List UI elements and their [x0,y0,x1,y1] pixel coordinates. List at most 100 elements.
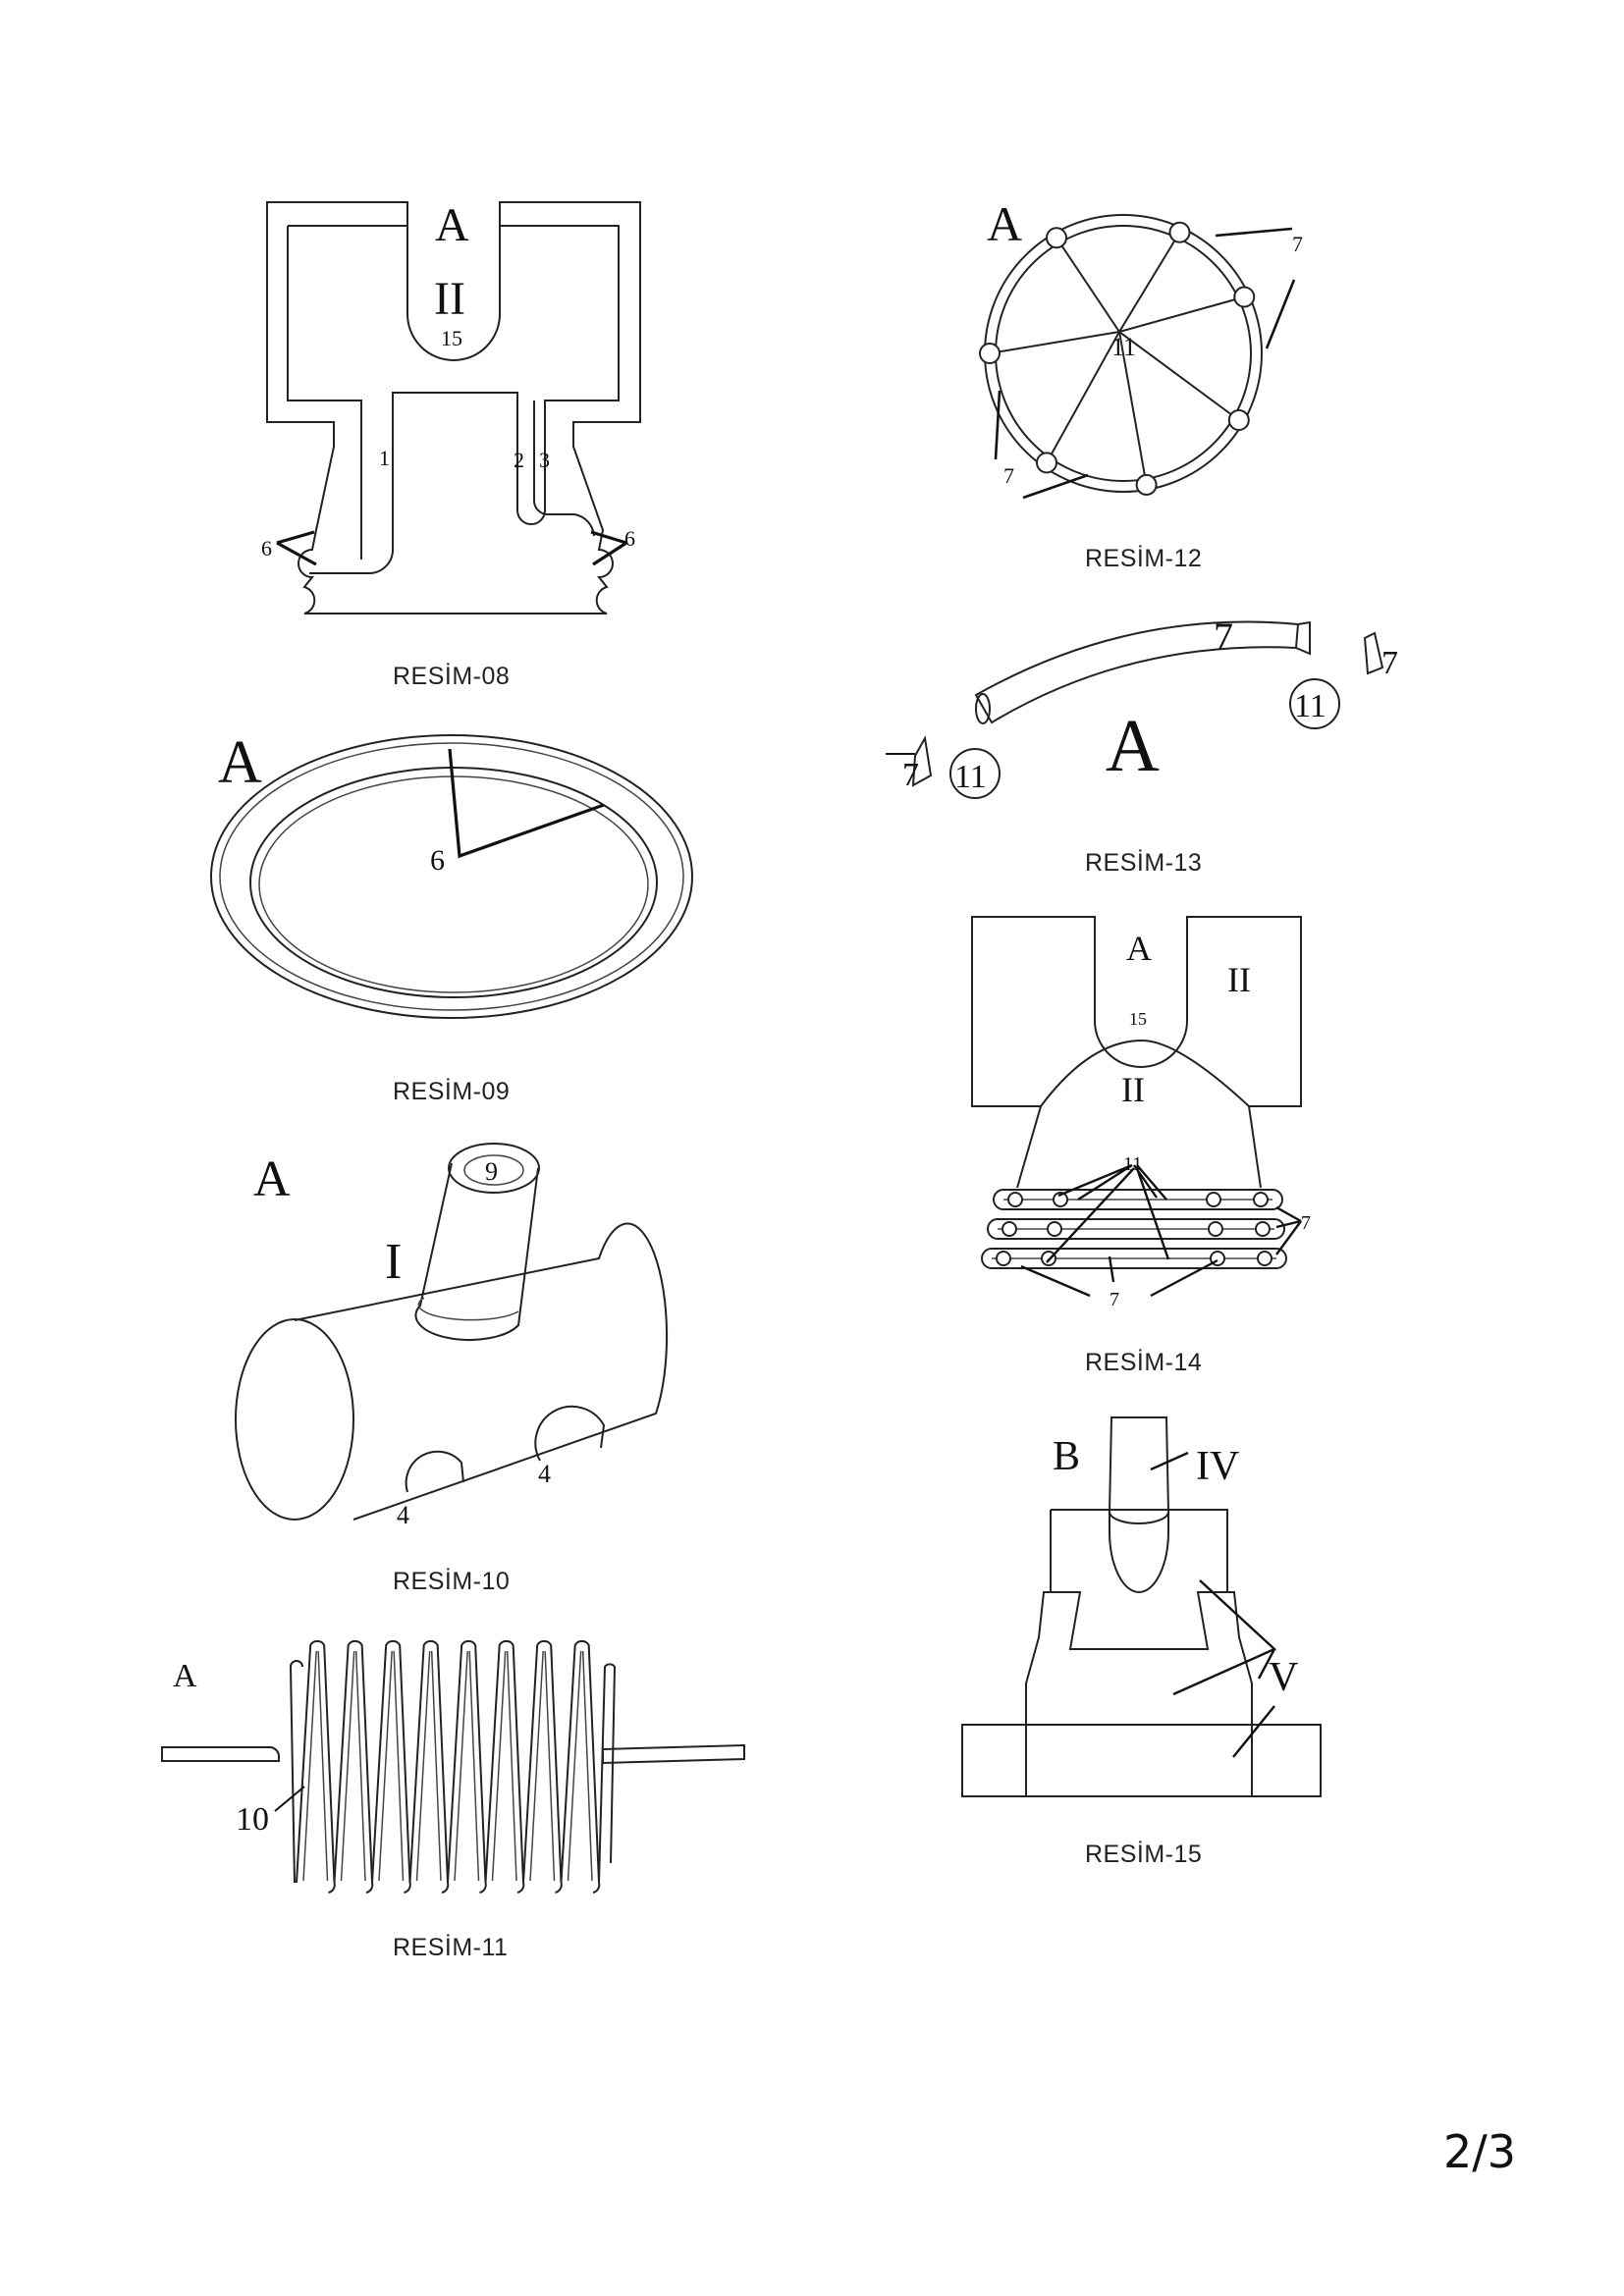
fig15-base [961,1724,1322,1797]
fig12-leader-7-top [1215,227,1293,238]
fig09-ring-inner [249,767,658,998]
spoke-line [1118,295,1245,333]
fig14-leader-11 [1046,1163,1170,1263]
coil-turn [333,1639,374,1894]
fig14-letter: A [1126,929,1152,968]
fig10-label-4-left: 4 [397,1501,409,1529]
fig08-label-6-right: 6 [624,526,635,551]
caption-resim-15: RESİM-15 [1085,1841,1203,1868]
coil-turn [447,1639,487,1894]
caption-resim-12: RESİM-12 [1085,545,1203,572]
figure-12: A 11 7 7 [979,196,1303,500]
fig10-nozzle [414,1162,539,1341]
spoke-line [1118,331,1240,421]
fig08-label-1: 1 [379,446,390,470]
figure-14: A II 15 II 11 7 7 [971,916,1311,1310]
spoke-line [1118,331,1148,486]
caption-resim-08: RESİM-08 [393,663,511,690]
fig14-label-15: 15 [1129,1009,1147,1029]
fig15-rod [1108,1416,1170,1524]
fig14-label-11: 11 [1123,1153,1142,1175]
figure-08: A II 15 1 2 3 6 6 [261,199,641,614]
fig15-leader-v [1172,1579,1277,1758]
coil-turn-inner [529,1650,556,1882]
ring-node [1227,409,1250,431]
fig12-leader-7-left [994,390,1001,460]
fig08-leader-right [590,530,627,566]
fig15-rod-tip [1109,1512,1169,1593]
figure-10: A I 9 4 4 [235,1143,669,1529]
tube-node [996,1251,1011,1266]
fig08-label-3: 3 [539,448,550,472]
spoke-line [1046,331,1120,463]
coil-turn [560,1639,601,1894]
fig13-node-right [1289,678,1340,729]
fig13-label-11-left: 11 [954,759,987,795]
tube-node [1053,1192,1068,1207]
spoke-line [1118,232,1181,333]
fig09-ring-outer [210,734,693,1019]
fig11-lead-right [602,1743,745,1765]
tube-node [1206,1192,1221,1207]
fig14-roman-right: II [1227,960,1251,999]
fig13-node-left [949,748,1001,799]
fig12-spokes [979,221,1256,496]
fig10-slot-right [534,1405,606,1462]
coil-turn-inner [415,1650,442,1882]
fig13-label-7-right: 7 [1381,645,1398,681]
fig08-right-channel [533,400,595,537]
fig08-label-2: 2 [514,448,524,472]
fig10-slot-left [405,1450,464,1493]
fig14-upper-block [971,916,1302,1107]
fig15-housing [1025,1509,1253,1796]
fig09-leader [448,748,605,859]
fig11-leader [274,1786,305,1812]
fig09-letter: A [218,729,262,796]
ring-node [1035,452,1057,474]
fig14-tube-rows [981,1189,1287,1269]
fig13-tube-end-left [975,693,991,724]
fig08-letter: A [435,199,469,251]
coil-turn-inner [454,1650,480,1882]
fig10-nozzle-bore [463,1154,524,1186]
ring-node [1168,221,1191,243]
figure-09: A 6 [210,729,693,1019]
fig12-letter: A [987,196,1022,251]
coil-turn-inner [340,1650,366,1882]
coil-end-left [289,1660,303,1884]
fig11-letter: A [173,1658,197,1694]
fig13-label-11-right: 11 [1294,688,1326,724]
tube-node [1253,1192,1269,1207]
fig15-leader-iv [1150,1451,1189,1471]
page-number: 2/3 [1443,2125,1517,2178]
fig15-housing-inner [1044,1591,1234,1650]
fig13-letter: A [1106,705,1160,787]
fig12-label-7-top: 7 [1292,232,1303,256]
fig09-label-6: 6 [430,844,445,877]
fig08-outer-body [266,201,641,614]
spoke-line [1056,237,1120,333]
ring-node [979,343,1001,364]
fig15-letter: B [1053,1434,1080,1479]
caption-resim-13: RESİM-13 [1085,849,1203,877]
fig10-nozzle-top [448,1143,540,1194]
caption-resim-11: RESİM-11 [393,1934,509,1961]
fig12-label-7-left: 7 [1003,463,1014,488]
fig10-roman: I [385,1234,402,1290]
fig08-leader-left [276,530,317,566]
ring-node [1135,473,1158,496]
figure-15: B IV V [961,1416,1322,1797]
tube-node [1208,1221,1223,1237]
fig08-label-15: 15 [441,326,462,350]
caption-resim-09: RESİM-09 [393,1078,511,1105]
figure-13: 7 11 11 7 7 A [886,614,1398,799]
fig10-cylinder-body [294,1222,669,1521]
coil-turn [371,1639,411,1894]
fig13-flare-left [911,734,933,787]
fig15-roman-v: V [1269,1655,1298,1700]
fig10-label-9: 9 [485,1157,498,1186]
tube-node [1007,1192,1023,1207]
fig09-ring-mid [219,742,684,1011]
coil-turn-inner [302,1650,329,1882]
